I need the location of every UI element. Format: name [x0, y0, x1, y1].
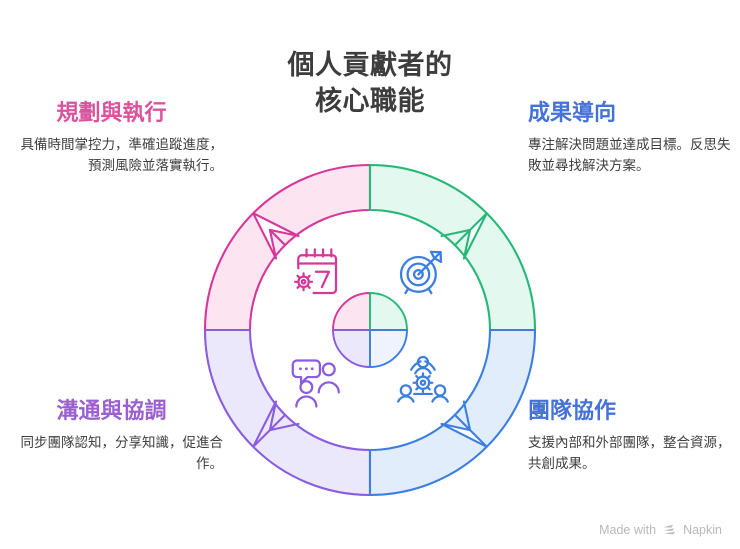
center-wheel [332, 292, 408, 368]
page-title-line-2: 核心職能 [315, 85, 425, 116]
quadrant-body-communication-coordination: 同步團隊認知，分享知識，促進合作。 [20, 435, 224, 472]
quadrant-heading-planning-execution: 規劃與執行 [56, 100, 167, 125]
watermark: Made with Napkin [599, 523, 722, 537]
quadrant-heading-team-collaboration: 團隊協作 [528, 398, 617, 423]
quadrant-body-team-collaboration: 支援內部和外部團隊，整合資源，共創成果。 [528, 435, 731, 472]
center-wheel-quarter-bottom-right [369, 329, 408, 368]
page-title: 個人貢獻者的 核心職能 [0, 48, 740, 119]
quadrant-heading-results-orientation: 成果導向 [528, 100, 617, 125]
quadrant-text-communication-coordination: 溝通與協調 同步團隊認知，分享知識，促進合作。 [8, 398, 224, 475]
people-chat-icon [291, 359, 340, 408]
watermark-brand: Napkin [683, 523, 722, 537]
team-gear-icon [397, 355, 449, 403]
center-wheel-quarter-top-left [332, 292, 371, 331]
quadrant-text-planning-execution: 規劃與執行 具備時間掌控力，準確追蹤進度，預測風險並落實執行。 [8, 100, 224, 177]
watermark-prefix: Made with [599, 523, 657, 537]
target-arrow-icon [399, 250, 443, 295]
ring-segment-team-collaboration[interactable] [368, 328, 537, 497]
quadrant-body-results-orientation: 專注解決問題並達成目標。反思失敗並尋找解決方案。 [528, 137, 731, 174]
calendar-gear-icon [293, 248, 338, 295]
cycle-ring-diagram [195, 155, 545, 505]
napkin-logo-icon [662, 524, 677, 537]
quadrant-text-team-collaboration: 團隊協作 支援內部和外部團隊，整合資源，共創成果。 [528, 398, 733, 475]
page-title-line-1: 個人貢獻者的 [287, 50, 453, 80]
quadrant-text-results-orientation: 成果導向 專注解決問題並達成目標。反思失敗並尋找解決方案。 [528, 100, 733, 177]
center-wheel-quarter-bottom-left [332, 329, 371, 368]
quadrant-heading-communication-coordination: 溝通與協調 [56, 398, 167, 423]
quadrant-body-planning-execution: 具備時間掌控力，準確追蹤進度，預測風險並落實執行。 [20, 137, 224, 174]
center-wheel-quarter-top-right [369, 292, 408, 331]
